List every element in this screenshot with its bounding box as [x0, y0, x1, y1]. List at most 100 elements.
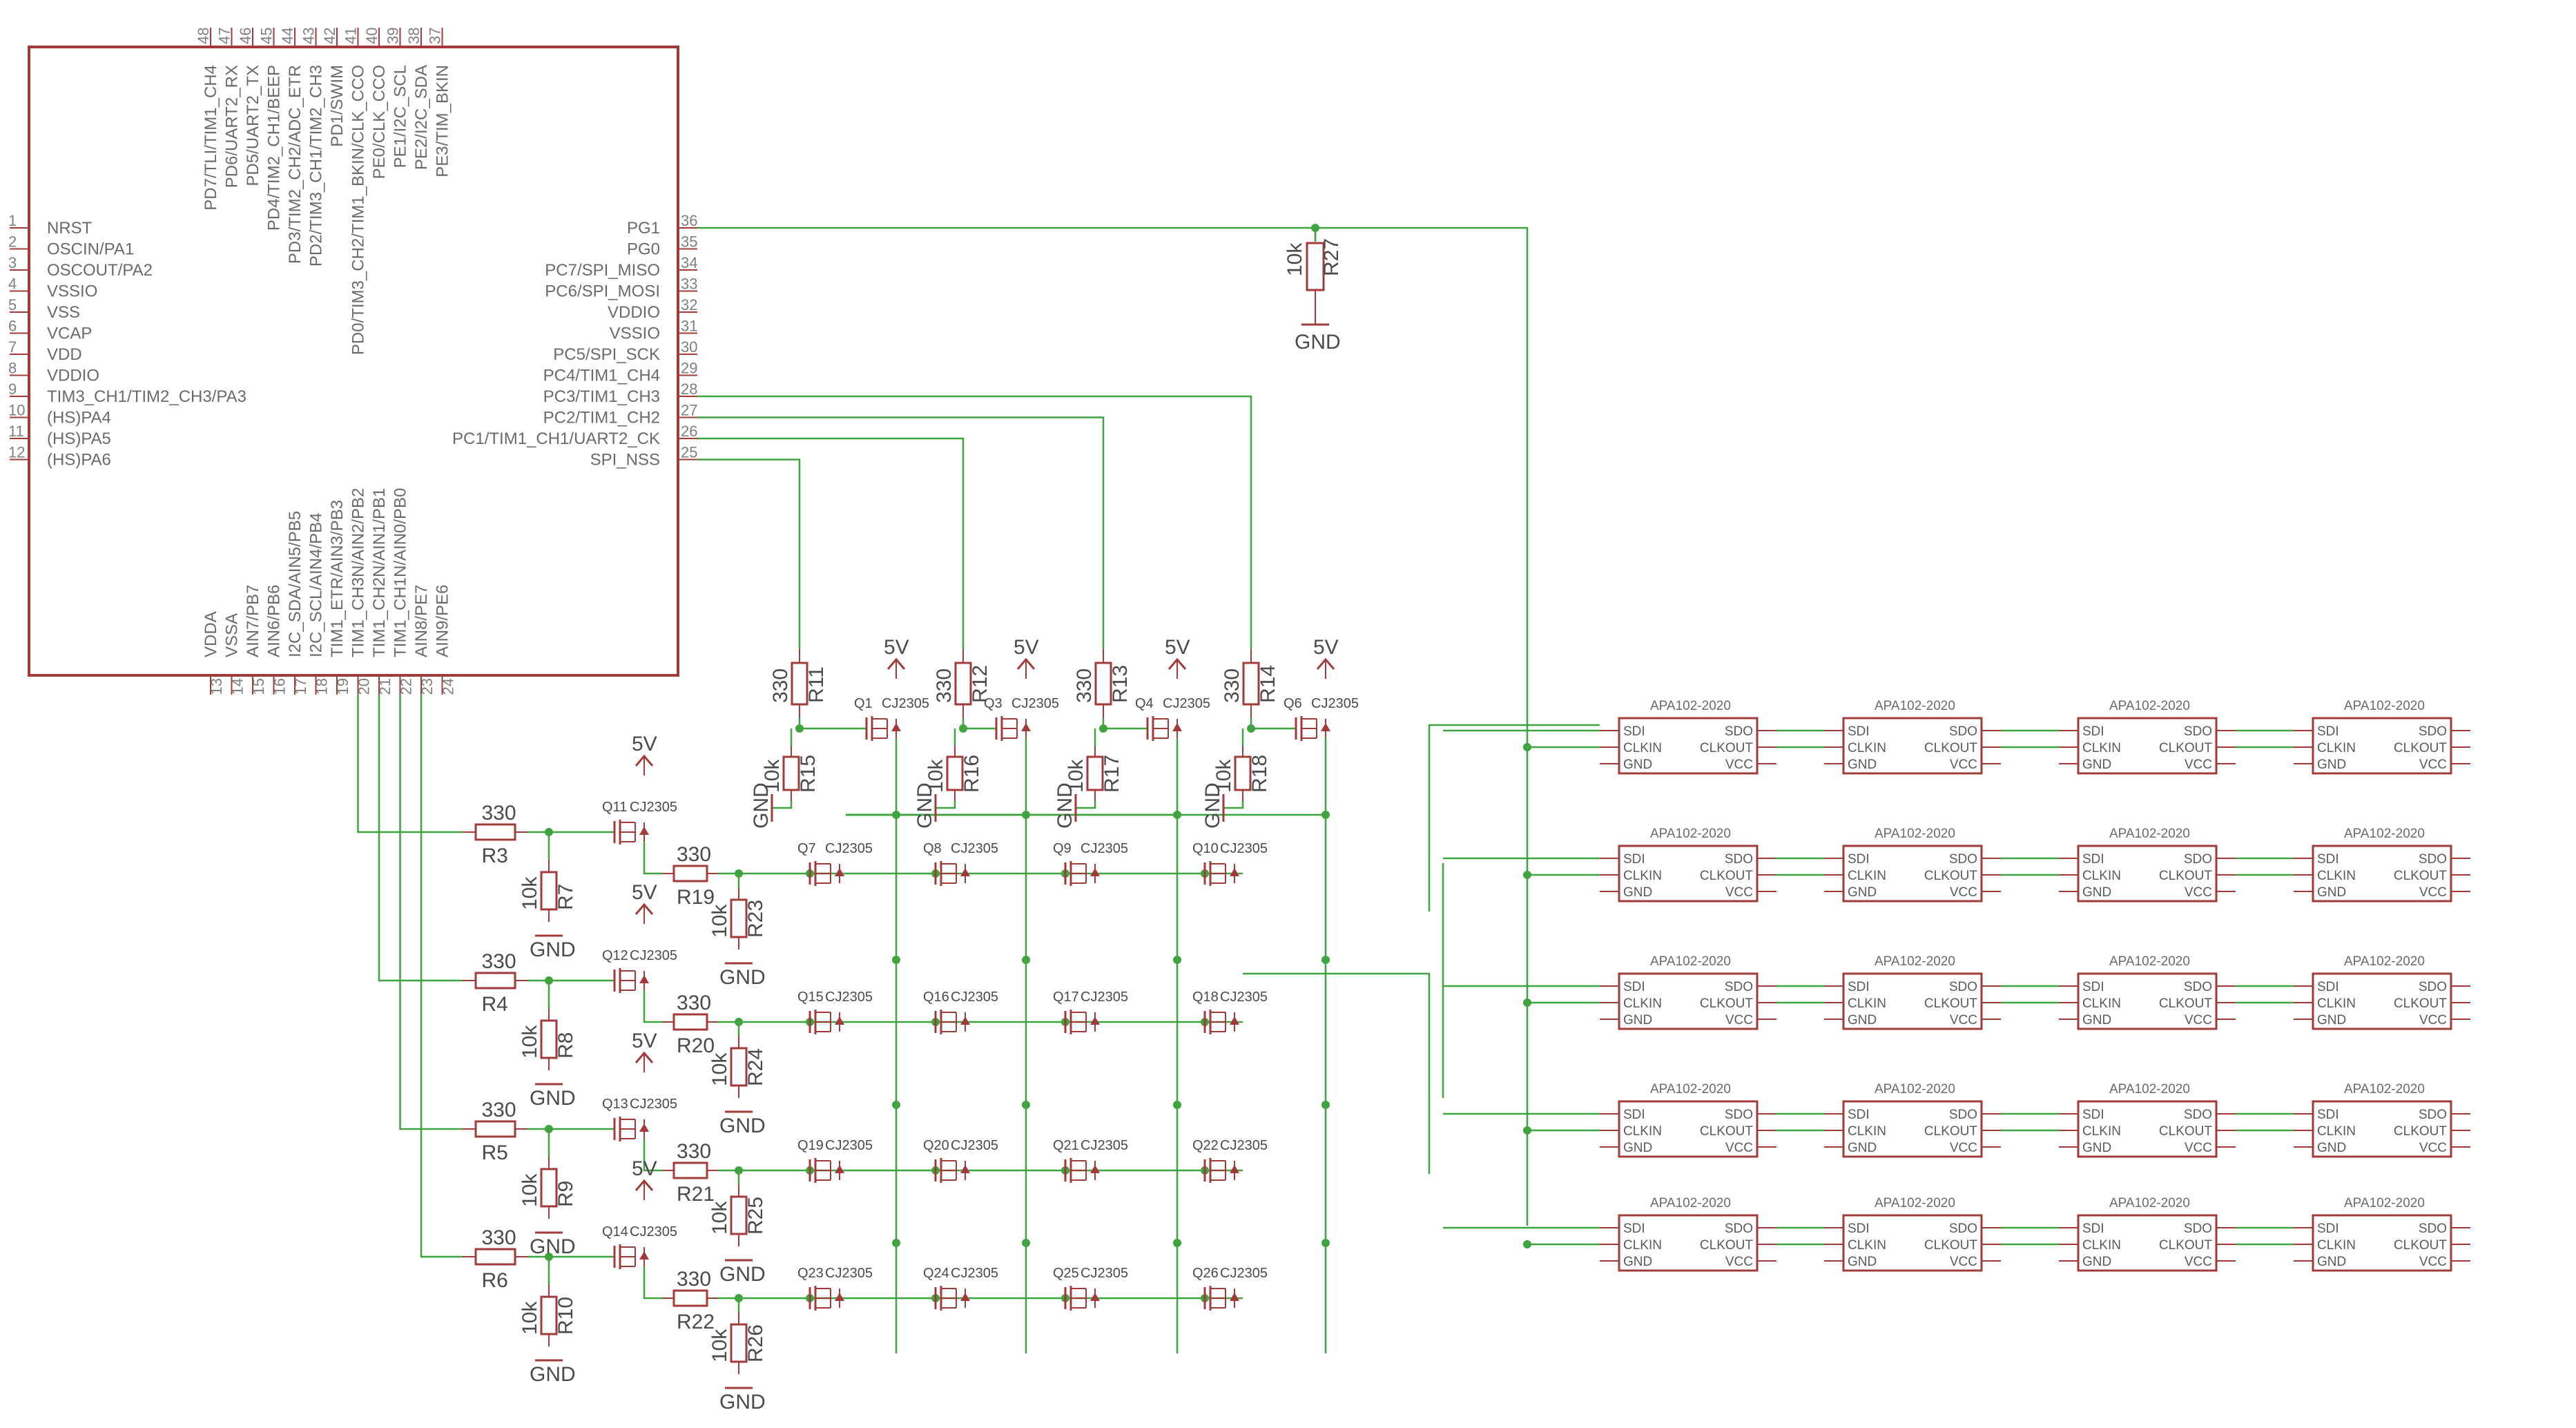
- mcu-top-pin-label: PD5/UART2_TX: [244, 65, 262, 186]
- apa102-pin-label: VCC: [1950, 1141, 1977, 1155]
- apa102-pin-label: GND: [1848, 758, 1877, 772]
- wire: [697, 226, 1529, 1226]
- vcc-label: 5V: [632, 1157, 657, 1180]
- mcu-left-pin-label: (HS)PA5: [47, 430, 111, 448]
- apa102-pin-label: VCC: [1725, 758, 1753, 772]
- apa102-body: [2312, 845, 2452, 903]
- mosfet-ref: Q12: [602, 948, 628, 963]
- resistor-ref: R19: [677, 886, 715, 909]
- wire: [697, 459, 801, 649]
- apa102-pin-label: CLKOUT: [2394, 1124, 2447, 1139]
- apa102-body: [1618, 972, 1759, 1030]
- mcu-top-pin-label: PD3/TIM2_CH2/ADC_ETR: [286, 65, 304, 264]
- junction-dot: [892, 1101, 900, 1109]
- apa102-body: [1618, 717, 1759, 775]
- resistor-ref: R26: [744, 1324, 767, 1362]
- mosfet-ref: Q6: [1284, 696, 1302, 711]
- mcu-bottom-pin-num: 21: [376, 678, 394, 695]
- apa102-pin-label: VCC: [2419, 758, 2447, 772]
- apa102-pin-label: SDO: [1949, 852, 1977, 867]
- mcu-bottom-pin-label: I2C_SCL/AIN4/PB4: [307, 513, 326, 657]
- wire: [697, 437, 965, 649]
- apa102-pin-label: CLKOUT: [1924, 1238, 1977, 1253]
- apa102-pin-label: SDI: [1848, 852, 1870, 867]
- resistor-value: 10k: [708, 904, 731, 938]
- vcc-5v-symbol: 5V: [1014, 636, 1039, 679]
- mosfet-ref: Q10: [1192, 841, 1219, 856]
- apa102-pin-label: SDO: [1949, 980, 1977, 994]
- resistor-value: 10k: [761, 759, 784, 793]
- mosfet-part: CJ2305: [951, 841, 998, 856]
- apa102-pin-label: CLKOUT: [1700, 741, 1753, 755]
- mcu-left-pin-num: 6: [8, 318, 17, 335]
- mcu-left-pin-num: 7: [8, 338, 17, 356]
- resistor-value: 330: [1073, 668, 1096, 703]
- resistor-value: 10k: [1212, 759, 1235, 793]
- mosfet-ref: Q26: [1192, 1266, 1219, 1281]
- mosfet-ref: Q15: [797, 990, 824, 1005]
- apa102-pin-label: SDO: [1725, 980, 1753, 994]
- apa102-pin-label: SDO: [2184, 1222, 2212, 1236]
- mosfet-ref: Q14: [602, 1224, 628, 1239]
- apa102-pin-label: GND: [2082, 1013, 2111, 1027]
- mcu-bottom-pin-num: 23: [418, 678, 436, 695]
- mcu-right-pin-num: 29: [681, 360, 697, 377]
- mcu-bottom-pin-num: 13: [208, 678, 225, 695]
- mosfet-part: CJ2305: [951, 990, 998, 1005]
- apa102-part: APA102-2020: [1650, 699, 1731, 713]
- apa102-pin-label: GND: [1623, 1141, 1652, 1155]
- gnd-label: GND: [1054, 782, 1076, 829]
- apa102-pin-label: SDO: [2419, 724, 2447, 739]
- apa102-pin-label: SDO: [1949, 1222, 1977, 1236]
- apa102-body: [2077, 1100, 2218, 1158]
- mosfet-part: CJ2305: [1081, 990, 1128, 1005]
- mosfet-part: CJ2305: [1220, 1138, 1268, 1153]
- mcu-right-pin-num: 30: [681, 338, 697, 356]
- vcc-label: 5V: [632, 1030, 657, 1052]
- mosfet-part: CJ2305: [1163, 696, 1210, 711]
- apa102-pin-label: SDO: [2184, 852, 2212, 867]
- apa102-pin-label: GND: [1623, 1255, 1652, 1269]
- resistor-value: 330: [769, 668, 792, 703]
- resistor-value: 330: [677, 843, 711, 866]
- mcu-bottom-pin-label: VSSA: [223, 613, 242, 657]
- mcu-top-pin-num: 38: [405, 28, 423, 44]
- mcu-right-pin-label: PC2/TIM1_CH2: [543, 409, 660, 427]
- resistor-value: 10k: [519, 876, 541, 910]
- apa102-pin-label: CLKIN: [2317, 1238, 2356, 1253]
- gnd-label: GND: [719, 1263, 766, 1286]
- apa102-pin-label: CLKIN: [2082, 1238, 2121, 1253]
- apa102-pin-label: CLKOUT: [2159, 1124, 2212, 1139]
- mcu-top-pin-num: 37: [427, 28, 444, 44]
- apa102-pin-label: VCC: [2185, 1141, 2212, 1155]
- apa102-part: APA102-2020: [1875, 699, 1955, 713]
- gnd-label: GND: [1201, 782, 1224, 829]
- mosfet-part: CJ2305: [1220, 990, 1268, 1005]
- resistor-value: 330: [933, 668, 956, 703]
- apa102-pin-label: CLKOUT: [2394, 869, 2447, 883]
- apa102-pin-label: SDI: [2317, 980, 2339, 994]
- mosfet-part: CJ2305: [1081, 1138, 1128, 1153]
- apa102-pin-label: CLKIN: [1848, 996, 1886, 1011]
- wire: [1243, 972, 1431, 1174]
- mosfet-ref: Q8: [923, 841, 942, 856]
- mcu-top-pin-num: 40: [363, 28, 380, 44]
- resistor-value: 330: [1221, 668, 1243, 703]
- mosfet-ref: Q20: [923, 1138, 949, 1153]
